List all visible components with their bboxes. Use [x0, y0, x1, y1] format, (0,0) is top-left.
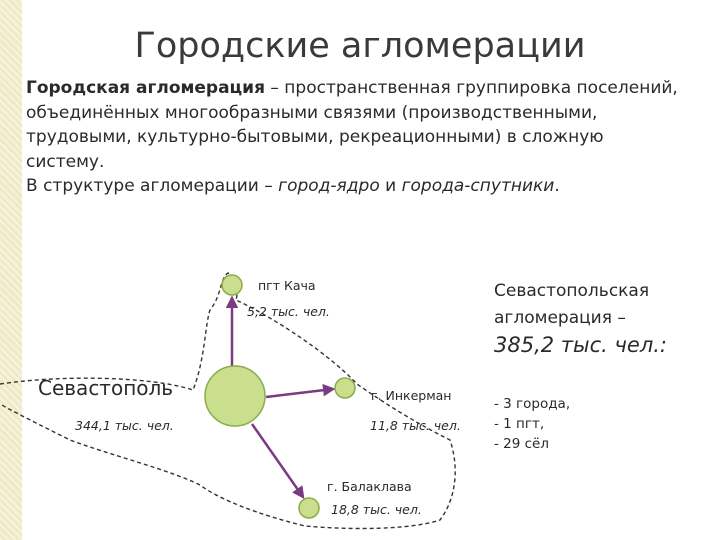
definition-paragraph: Городская агломерация – пространственная… [26, 76, 686, 174]
term-bold: Городская агломерация [26, 78, 265, 98]
definition-text: Городская агломерация – пространственная… [26, 76, 686, 199]
list-item: - 1 пгт, [494, 416, 545, 432]
kacha-name: пгт Кача [258, 278, 316, 293]
balaklava-population: 18,8 тыс. чел. [331, 502, 422, 517]
and-word: и [379, 176, 402, 196]
page-title: Городские агломерации [134, 26, 586, 66]
sevastopol-population: 344,1 тыс. чел. [75, 418, 174, 433]
node-sevastopol [204, 365, 266, 427]
list-item: - 29 сёл [494, 436, 549, 452]
list-item: - 3 города, [494, 396, 571, 412]
summary-name-line2: агломерация – [494, 308, 626, 328]
arrow-to-inkerman [265, 383, 336, 399]
node-kacha [221, 274, 243, 296]
agglomeration-boundary [0, 272, 456, 530]
structure-paragraph: В структуре агломерации – город-ядро и г… [26, 174, 686, 199]
kacha-population: 5,2 тыс. чел. [247, 304, 330, 319]
core-term: город-ядро [278, 176, 380, 196]
summary-name-line1: Севастопольская [494, 281, 650, 301]
definition-body: – пространственная группировка поселений… [26, 78, 678, 172]
node-balaklava [298, 497, 320, 519]
balaklava-name: г. Балаклава [327, 479, 412, 494]
settlement-list: - 3 города, - 1 пгт, - 29 сёл [494, 394, 570, 454]
sentence-end: . [554, 176, 560, 196]
sevastopol-name: Севастополь [38, 376, 174, 400]
structure-prefix: В структуре агломерации – [26, 176, 279, 196]
inkerman-population: 11,8 тыс. чел. [370, 418, 461, 433]
summary-population: 385,2 тыс. чел.: [494, 333, 668, 357]
node-inkerman [334, 377, 356, 399]
satellites-term: города-спутники [401, 176, 555, 196]
inkerman-name: г. Инкерман [371, 388, 452, 403]
agglomeration-summary: Севастопольская агломерация – 385,2 тыс.… [494, 278, 714, 359]
decorative-side-stripe [0, 0, 22, 540]
arrow-to-balaklava [250, 423, 305, 500]
